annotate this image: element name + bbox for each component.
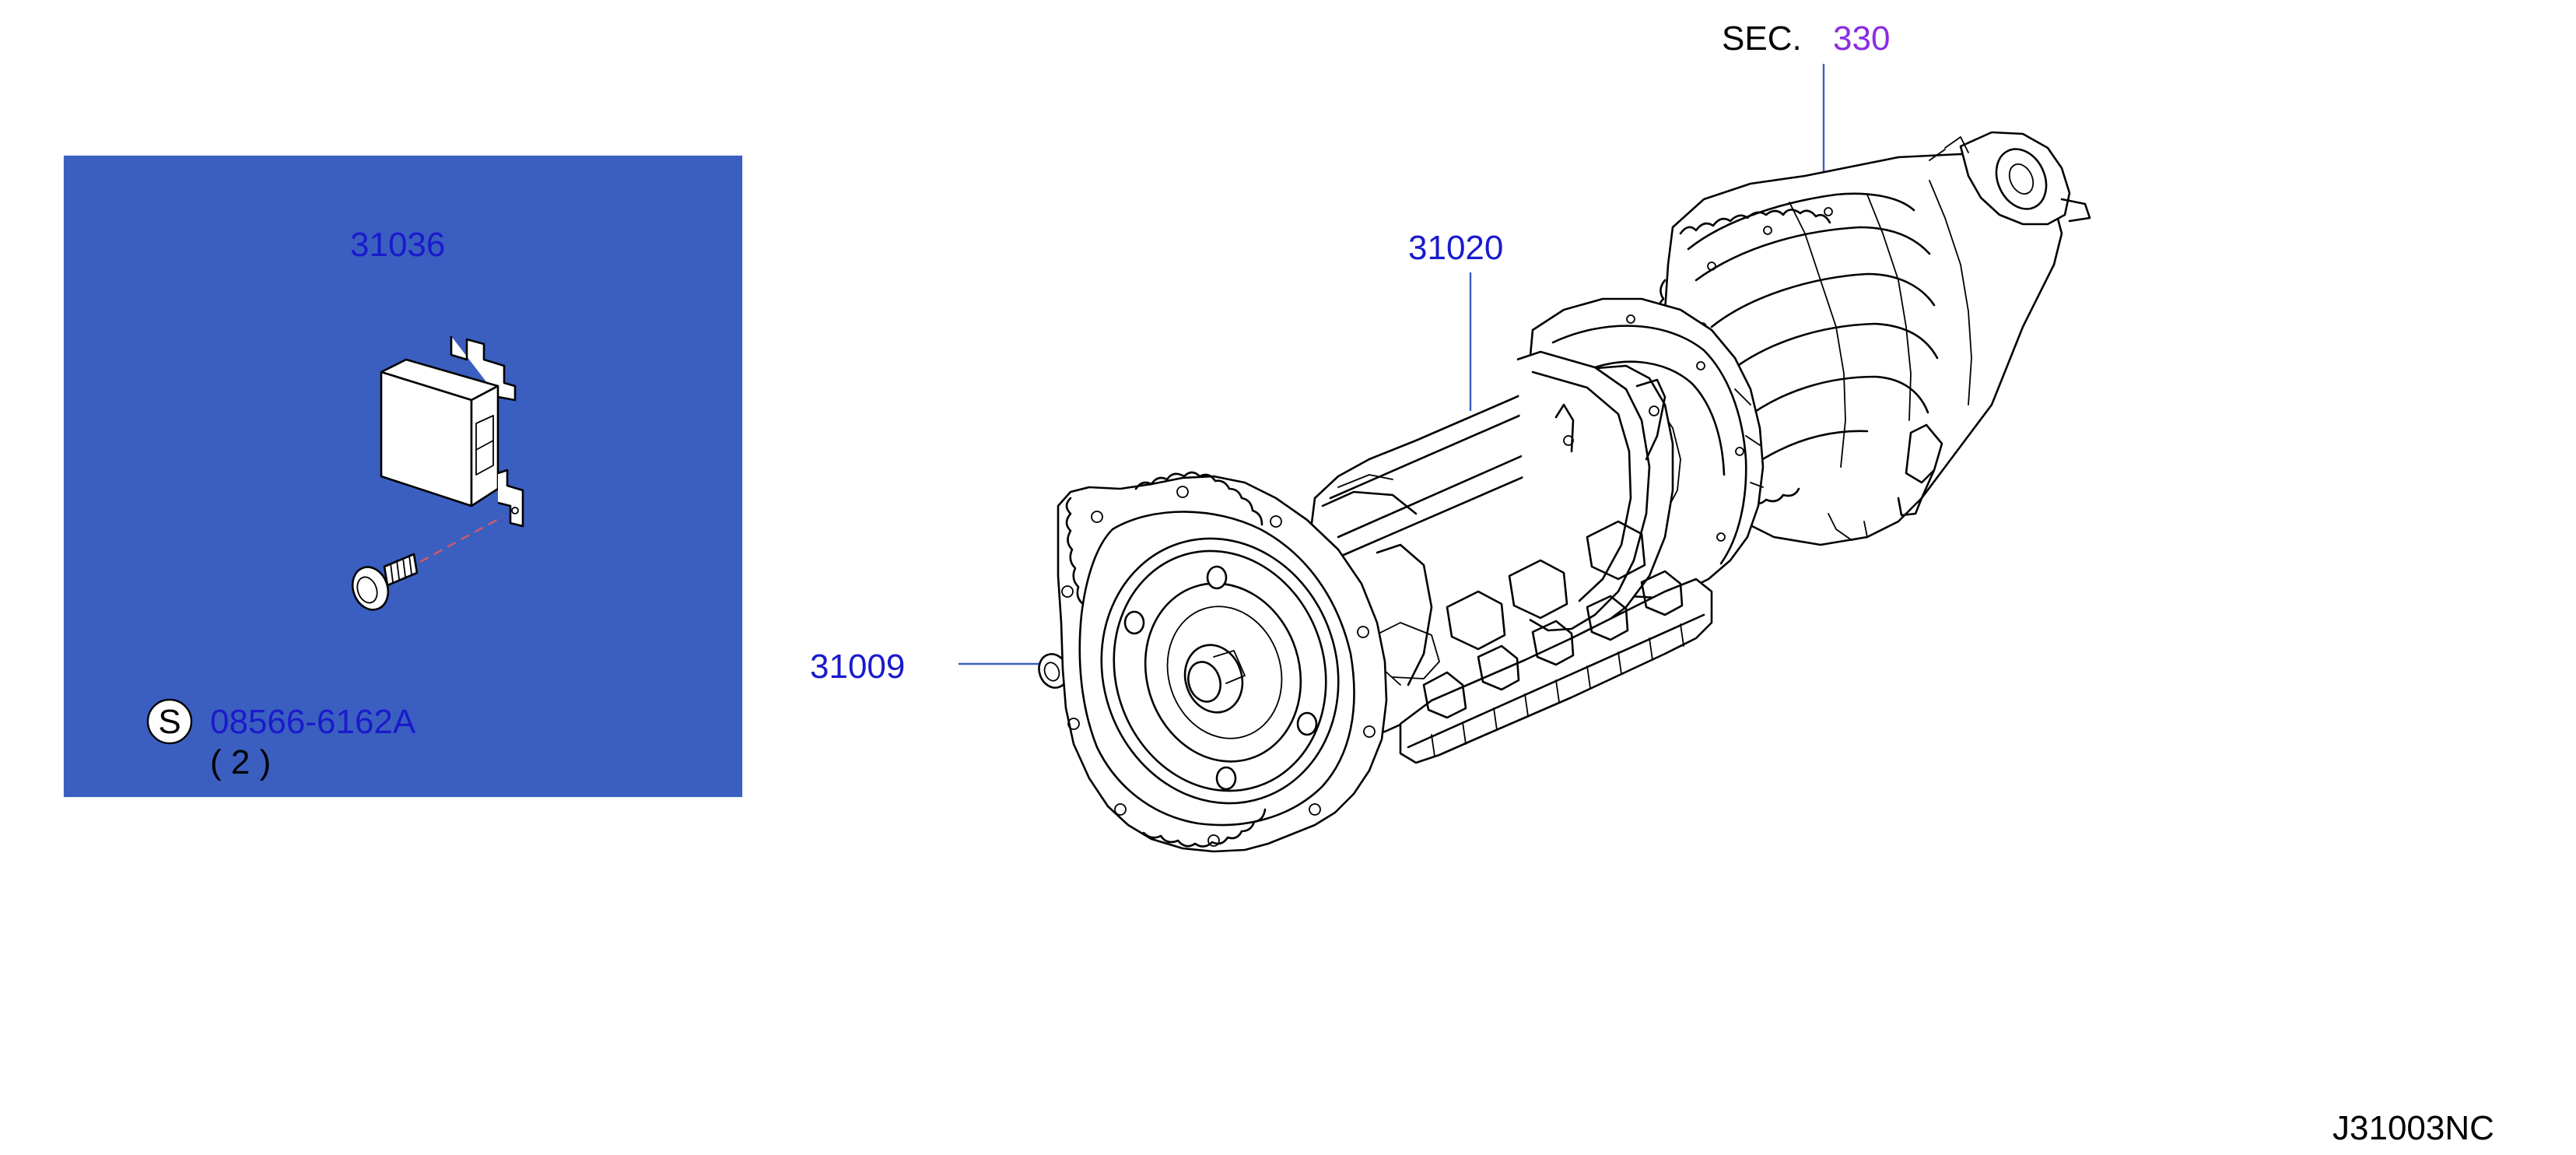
std-bolt-part-number[interactable]: 08566-6162A (210, 703, 416, 741)
install-dash-line (419, 516, 503, 563)
standard-part-symbol (146, 698, 193, 745)
automatic-transmission-drawing (1057, 131, 2091, 853)
standard-part-symbol-letter: S (158, 703, 180, 741)
bolt-part-number[interactable]: 31009 (810, 648, 905, 686)
section-ref-number[interactable]: 330 (1833, 19, 1890, 58)
flange-bolt-drawing (351, 553, 419, 611)
section-ref-prefix: SEC. (1722, 19, 1802, 58)
transmission-part-number[interactable]: 31020 (1408, 229, 1503, 267)
control-module-drawing (380, 336, 524, 528)
ecu-part-number[interactable]: 31036 (350, 226, 445, 264)
std-bolt-quantity: ( 2 ) (210, 743, 271, 781)
diagram-code: J31003NC (2332, 1109, 2494, 1147)
